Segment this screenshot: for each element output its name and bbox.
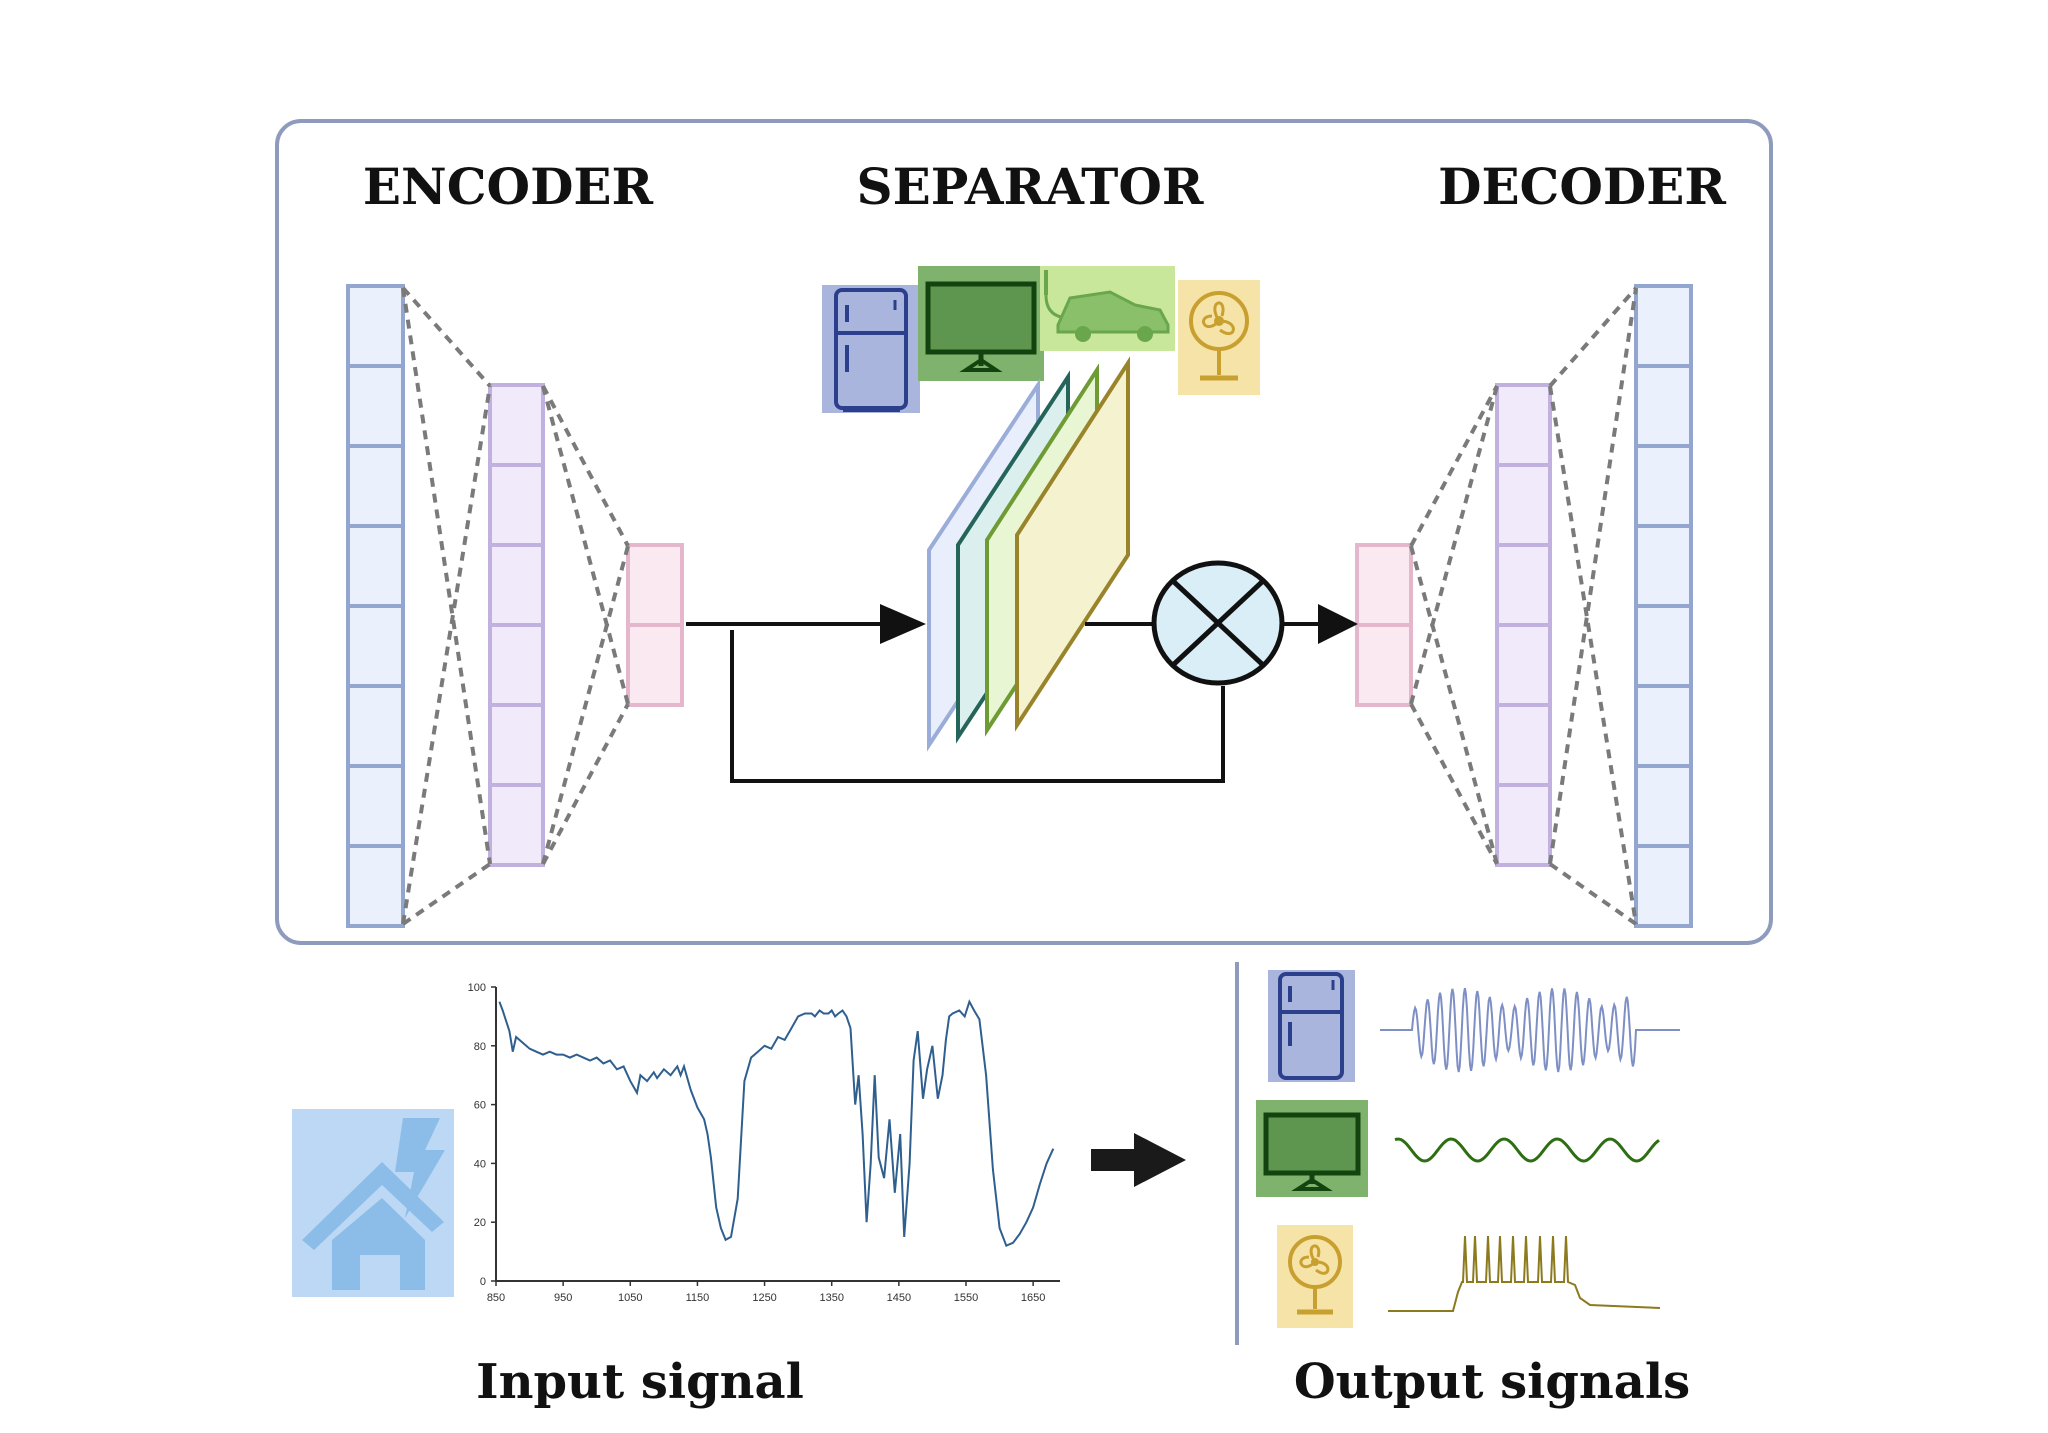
connection-line [541,385,630,547]
output-fridge-icon [1268,970,1355,1082]
encoder-hidden-cell [488,703,545,787]
decoder-hidden-cell [1495,623,1552,707]
decoder-latent-cell [1355,543,1413,627]
decoder-output-cell [1634,444,1693,528]
y-tick-label: 0 [480,1276,486,1288]
connection-line [1409,545,1499,865]
separator-heading: SEPARATOR [857,157,1204,216]
skip-connection [730,630,1225,783]
decoder-output-cell [1634,684,1693,768]
decoder-hidden-cell [1495,463,1552,547]
encoder-latent-cell [626,543,684,627]
connection-line [401,385,492,925]
connection-line [401,287,492,865]
y-tick-label: 100 [468,982,486,994]
decoder-output-cell [1634,524,1693,608]
connection-line [1548,862,1638,926]
decoder-output-cell [1634,364,1693,448]
encoder-hidden-cell [488,543,545,627]
x-ticks: 850 950 1050 1150 1250 1350 1450 1550 1650 [487,1281,1045,1304]
x-tick-label: 1650 [1021,1292,1045,1304]
encoder-input-cell [346,764,405,848]
fan-output-signal [1388,1235,1661,1312]
x-tick-label: 1250 [752,1292,776,1304]
connection-line [1409,385,1499,705]
fridge-output-signal [1380,988,1680,1073]
connection-line [1409,385,1499,547]
decoder-hidden-cell [1495,783,1552,867]
separator-masks [927,356,1130,752]
encoder-hidden-cell [488,383,545,467]
y-ticks: 0 20 40 60 80 100 [468,982,496,1288]
connection-line [401,862,492,926]
connection-line [541,545,630,865]
encoder-input-cell [346,604,405,688]
x-tick-label: 1350 [819,1292,843,1304]
decoder-output-cell [1634,764,1693,848]
decoder-network [1355,284,1693,928]
x-tick-label: 1450 [887,1292,911,1304]
connection-line [541,703,630,865]
connection-line [1548,385,1638,925]
x-tick-label: 1550 [954,1292,978,1304]
encoder-network [346,284,684,928]
house-lightning-icon [292,1109,454,1297]
connection-line [401,286,492,388]
x-tick-label: 1150 [686,1292,710,1304]
connection-line [541,385,630,705]
decoder-heading: DECODER [1438,157,1726,216]
fridge-icon [822,285,920,413]
y-tick-label: 40 [474,1158,486,1170]
encoder-input-cell [346,524,405,608]
connection-line [1409,703,1499,865]
electric-car-icon [1040,266,1175,351]
y-tick-label: 60 [474,1100,486,1112]
decoder-hidden-cell [1495,383,1552,467]
decoder-output-cell [1634,284,1693,368]
connection-line [1548,287,1638,865]
encoder-input-cell [346,284,405,368]
decoder-hidden-cell [1495,703,1552,787]
fan-icon [1178,280,1260,395]
monitor-output-signal [1394,1137,1660,1163]
decoder-output-cell [1634,844,1693,928]
encoder-input-cell [346,844,405,928]
monitor-icon [918,266,1044,381]
input-to-output-arrow [1091,1133,1186,1187]
y-tick-label: 80 [474,1041,486,1053]
input-signal-chart: 850 950 1050 1150 1250 1350 1450 1550 1650 0 20 40… [468,982,1060,1304]
y-tick-label: 20 [474,1217,486,1229]
encoder-hidden-cell [488,623,545,707]
encoder-hidden-cell [488,783,545,867]
encoder-hidden-cell [488,463,545,547]
decoder-hidden-cell [1495,543,1552,627]
x-tick-label: 1050 [618,1292,642,1304]
arrowhead [880,604,926,644]
input-signal-caption: Input signal [476,1354,804,1410]
output-monitor-icon [1256,1100,1368,1197]
mask-fan [1015,356,1130,732]
x-tick-label: 950 [554,1292,572,1304]
x-tick-label: 850 [487,1292,505,1304]
output-fan-icon [1277,1225,1353,1328]
connection-line [1548,286,1638,388]
encoder-latent-cell [626,623,684,707]
input-signal-line [498,999,1055,1248]
encoder-input-cell [346,364,405,448]
decoder-latent-cell [1355,623,1413,707]
output-signals-caption: Output signals [1294,1354,1690,1410]
decoder-output-cell [1634,604,1693,688]
arrowhead [1318,604,1358,644]
encoder-input-cell [346,684,405,768]
encoder-input-cell [346,444,405,528]
multiply-operator-icon [1151,560,1285,686]
encoder-heading: ENCODER [363,157,654,216]
